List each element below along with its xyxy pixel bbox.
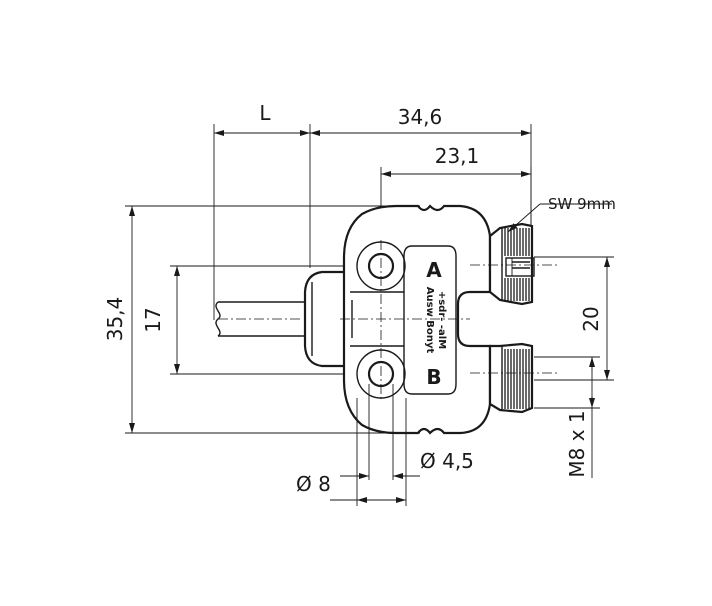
body-length-label: 23,1 [435, 144, 480, 168]
hole-pitch-label: 17 [141, 307, 165, 332]
dimension-thread: M8 x 1 [534, 356, 600, 478]
dimension-head-diameter: Ø 8 [296, 398, 407, 506]
dimension-cable-length: L [213, 101, 311, 320]
dimension-wrench-size: SW 9mm [507, 195, 616, 233]
connector-body: A B Ausw Bonyt +sdr- -alM [303, 204, 492, 435]
overall-height-label: 35,4 [103, 297, 127, 342]
port-a-label: A [426, 258, 442, 282]
dimension-overall-height: 35,4 [103, 205, 420, 434]
thread-label: M8 x 1 [565, 410, 589, 477]
port-pitch-label: 20 [579, 306, 603, 331]
dimension-body-length: 23,1 [380, 144, 532, 232]
dimension-port-pitch: 20 [534, 256, 614, 381]
port-b-label: B [426, 365, 441, 389]
cable-length-label: L [259, 101, 271, 125]
dimension-overall-length: 34,6 [310, 105, 532, 232]
dimension-hole-diameter: Ø 4,5 [340, 384, 474, 480]
overall-length-label: 34,6 [398, 105, 443, 129]
port-b-connector [470, 342, 560, 414]
wrench-size-label: SW 9mm [548, 195, 616, 213]
housing-marking-2: +sdr- -alM [436, 291, 447, 349]
hole-diameter-label: Ø 4,5 [420, 449, 474, 473]
port-a-connector [470, 222, 560, 306]
head-diameter-label: Ø 8 [296, 472, 331, 496]
cable [215, 301, 308, 337]
housing-marking-1: Ausw Bonyt [424, 287, 435, 354]
